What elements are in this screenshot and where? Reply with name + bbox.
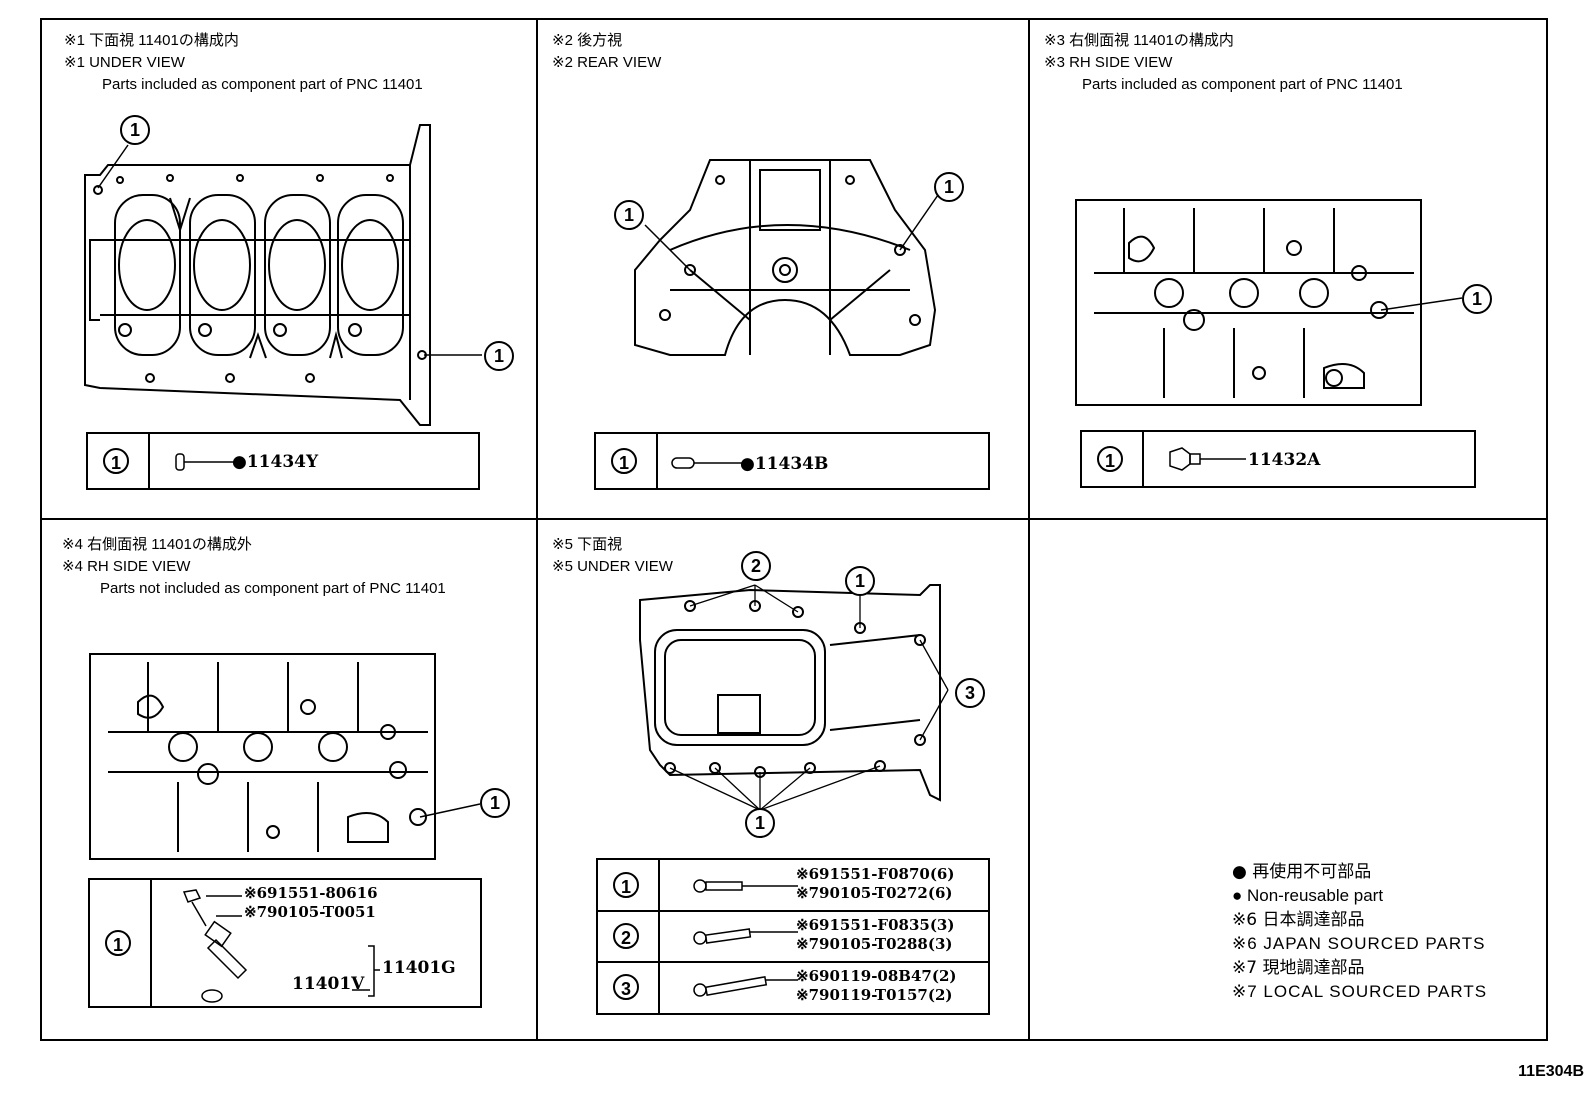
panel2-parts-table: 1 ●11434B xyxy=(594,432,990,490)
divider-v2 xyxy=(1028,18,1030,1041)
panel4-part-number-b[interactable]: 11401V xyxy=(292,974,365,994)
oil-jet-assembly-icon xyxy=(182,889,248,1003)
panel4-callout-1: 1 xyxy=(480,788,510,818)
divider-h xyxy=(40,518,1548,520)
panel2-part-number[interactable]: ●11434B xyxy=(740,454,829,474)
panel4-parts-index: 1 xyxy=(90,880,152,1006)
pin-icon xyxy=(175,453,234,471)
panel5-title-en: ※5 UNDER VIEW xyxy=(552,558,673,575)
panel5-index-circle-3: 3 xyxy=(613,974,639,1000)
legend-japan-sourced-jp: ※6 日本調達部品 xyxy=(1232,910,1365,930)
panel4-part-number-a2[interactable]: ※790105-T0051 xyxy=(244,903,376,921)
bolt-icon xyxy=(693,975,798,997)
panel2-callout-1-right: 1 xyxy=(934,172,964,202)
row-divider xyxy=(598,910,988,912)
panel3-callout-1: 1 xyxy=(1462,284,1492,314)
plug-icon xyxy=(1169,447,1246,471)
panel4-parts-table: 1 ※691551-80616 ※790105-T0051 11401V 114… xyxy=(88,878,482,1008)
diagram-frame xyxy=(40,18,1548,1041)
panel3-index-circle: 1 xyxy=(1097,446,1123,472)
panel5-part-r2a[interactable]: ※691551-F0835(3) xyxy=(796,916,955,934)
panel3-note: Parts included as component part of PNC … xyxy=(1082,76,1403,93)
legend-nonreusable-en: ● Non-reusable part xyxy=(1232,886,1384,905)
panel3-title-en: ※3 RH SIDE VIEW xyxy=(1044,54,1173,71)
panel5-part-r2b[interactable]: ※790105-T0288(3) xyxy=(796,935,953,953)
panel2-callout-1-left: 1 xyxy=(614,200,644,230)
panel4-note: Parts not included as component part of … xyxy=(100,580,446,597)
legend-local-sourced-jp: ※7 現地調達部品 xyxy=(1232,958,1365,978)
panel5-part-r1b[interactable]: ※790105-T0272(6) xyxy=(796,884,953,902)
panel5-oil-pan-under-view xyxy=(639,584,949,811)
divider-v1 xyxy=(536,18,538,1041)
panel5-part-r1a[interactable]: ※691551-F0870(6) xyxy=(796,865,955,883)
panel5-part-r3b[interactable]: ※790119-T0157(2) xyxy=(796,986,953,1004)
panel2-index-circle: 1 xyxy=(611,448,637,474)
panel1-title-jp: ※1 下面視 11401の構成内 xyxy=(64,32,239,49)
panel5-index-circle-2: 2 xyxy=(613,923,639,949)
bolt-icon xyxy=(693,879,798,893)
panel3-header: ※3 右側面視 11401の構成内 ※3 RH SIDE VIEW Parts … xyxy=(1044,30,1403,96)
panel3-parts-table: 1 11432A xyxy=(1080,430,1476,488)
panel1-note: Parts included as component part of PNC … xyxy=(102,76,423,93)
row-divider xyxy=(598,961,988,963)
panel5-header: ※5 下面視 ※5 UNDER VIEW xyxy=(552,534,673,578)
panel1-header: ※1 下面視 11401の構成内 ※1 UNDER VIEW Parts inc… xyxy=(64,30,423,96)
panel3-title-jp: ※3 右側面視 11401の構成内 xyxy=(1044,32,1234,49)
panel5-callout-3: 3 xyxy=(955,678,985,708)
legend-japan-sourced-en: ※6 JAPAN SOURCED PARTS xyxy=(1232,934,1486,953)
legend-local-sourced-en: ※7 LOCAL SOURCED PARTS xyxy=(1232,982,1488,1001)
diagram-code: 11E304B xyxy=(1518,1063,1584,1080)
panel5-callout-1-bottom: 1 xyxy=(745,808,775,838)
panel1-parts-index: 1 xyxy=(88,434,150,488)
panel4-part-number-a1[interactable]: ※691551-80616 xyxy=(244,884,378,902)
panel2-title-jp: ※2 後方視 xyxy=(552,32,623,49)
panel5-callout-1-top: 1 xyxy=(845,566,875,596)
panel2-header: ※2 後方視 ※2 REAR VIEW xyxy=(552,30,661,74)
legend: ● 再使用不可部品 ● Non-reusable part ※6 日本調達部品 … xyxy=(1232,860,1487,1004)
panel5-title-jp: ※5 下面視 xyxy=(552,536,623,553)
bracket-line xyxy=(352,945,380,997)
panel1-title-en: ※1 UNDER VIEW xyxy=(64,54,185,71)
panel4-title-en: ※4 RH SIDE VIEW xyxy=(62,558,191,575)
panel5-callout-2: 2 xyxy=(741,551,771,581)
panel4-header: ※4 右側面視 11401の構成外 ※4 RH SIDE VIEW Parts … xyxy=(62,534,446,600)
legend-nonreusable-jp: ● 再使用不可部品 xyxy=(1232,862,1372,882)
panel4-part-number-c[interactable]: 11401G xyxy=(382,958,456,978)
panel4-engine-block-rh-side-view xyxy=(89,653,481,860)
panel1-engine-block-under-view xyxy=(84,124,482,426)
panel1-parts-table: 1 ●11434Y xyxy=(86,432,480,490)
panel4-title-jp: ※4 右側面視 11401の構成外 xyxy=(62,536,252,553)
panel4-index-circle: 1 xyxy=(105,930,131,956)
panel3-parts-index: 1 xyxy=(1082,432,1144,486)
panel2-engine-block-rear-view xyxy=(634,159,939,356)
panel3-engine-block-rh-side-view xyxy=(1075,199,1463,406)
panel3-part-number[interactable]: 11432A xyxy=(1248,450,1321,470)
panel5-part-r3a[interactable]: ※690119-08B47(2) xyxy=(796,967,957,985)
panel5-parts-index xyxy=(598,860,660,1013)
panel2-title-en: ※2 REAR VIEW xyxy=(552,54,662,71)
bolt-icon xyxy=(693,928,798,945)
panel5-parts-table: 1 2 3 ※691551-F0870(6) ※790105-T0272(6) … xyxy=(596,858,990,1015)
panel1-callout-1-top: 1 xyxy=(120,115,150,145)
panel1-callout-1-right: 1 xyxy=(484,341,514,371)
panel1-part-number[interactable]: ●11434Y xyxy=(232,452,319,472)
panel5-index-circle-1: 1 xyxy=(613,872,639,898)
panel1-index-circle: 1 xyxy=(103,448,129,474)
panel2-parts-index: 1 xyxy=(596,434,658,488)
pin-icon xyxy=(671,457,742,469)
